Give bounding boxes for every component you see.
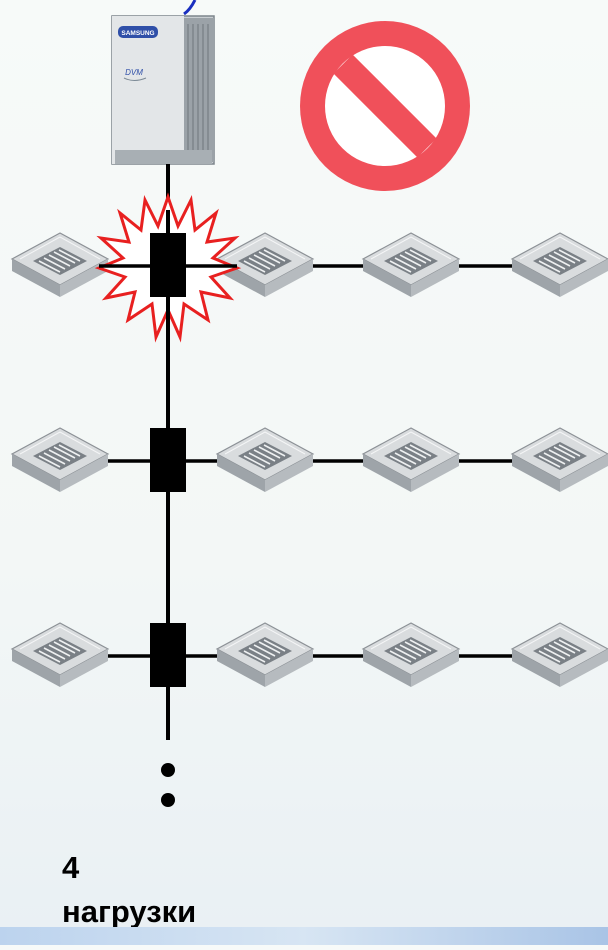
indoor-unit-r2-c4 bbox=[511, 427, 608, 493]
indoor-unit-r2-c2 bbox=[216, 427, 314, 493]
caption-count: 4 bbox=[62, 850, 80, 885]
continuation-dot-2 bbox=[161, 793, 175, 807]
outdoor-model-label: DVM bbox=[125, 68, 143, 77]
indoor-unit-r3-c3 bbox=[362, 622, 460, 688]
indoor-unit-r3-c4 bbox=[511, 622, 608, 688]
footer-band bbox=[0, 927, 608, 945]
indoor-unit-r1-c3 bbox=[362, 232, 460, 298]
indoor-unit-r2-c3 bbox=[362, 427, 460, 493]
continuation-dot-1 bbox=[161, 763, 175, 777]
branch-joint-3 bbox=[150, 623, 186, 687]
indoor-unit-r3-c2 bbox=[216, 622, 314, 688]
caption-label: нагрузки bbox=[62, 894, 197, 929]
indoor-unit-r1-c4 bbox=[511, 232, 608, 298]
caption: 4 нагрузки bbox=[62, 846, 196, 934]
indoor-unit-r3-c1 bbox=[11, 622, 109, 688]
branch-joint-1 bbox=[150, 233, 186, 297]
prohibition-icon bbox=[300, 21, 470, 191]
branch-joint-2 bbox=[150, 428, 186, 492]
outdoor-brand-label: SAMSUNG bbox=[121, 30, 154, 37]
indoor-unit-r1-c1 bbox=[11, 232, 109, 298]
outdoor-unit: SAMSUNG DVM bbox=[111, 15, 215, 165]
indoor-unit-r2-c1 bbox=[11, 427, 109, 493]
